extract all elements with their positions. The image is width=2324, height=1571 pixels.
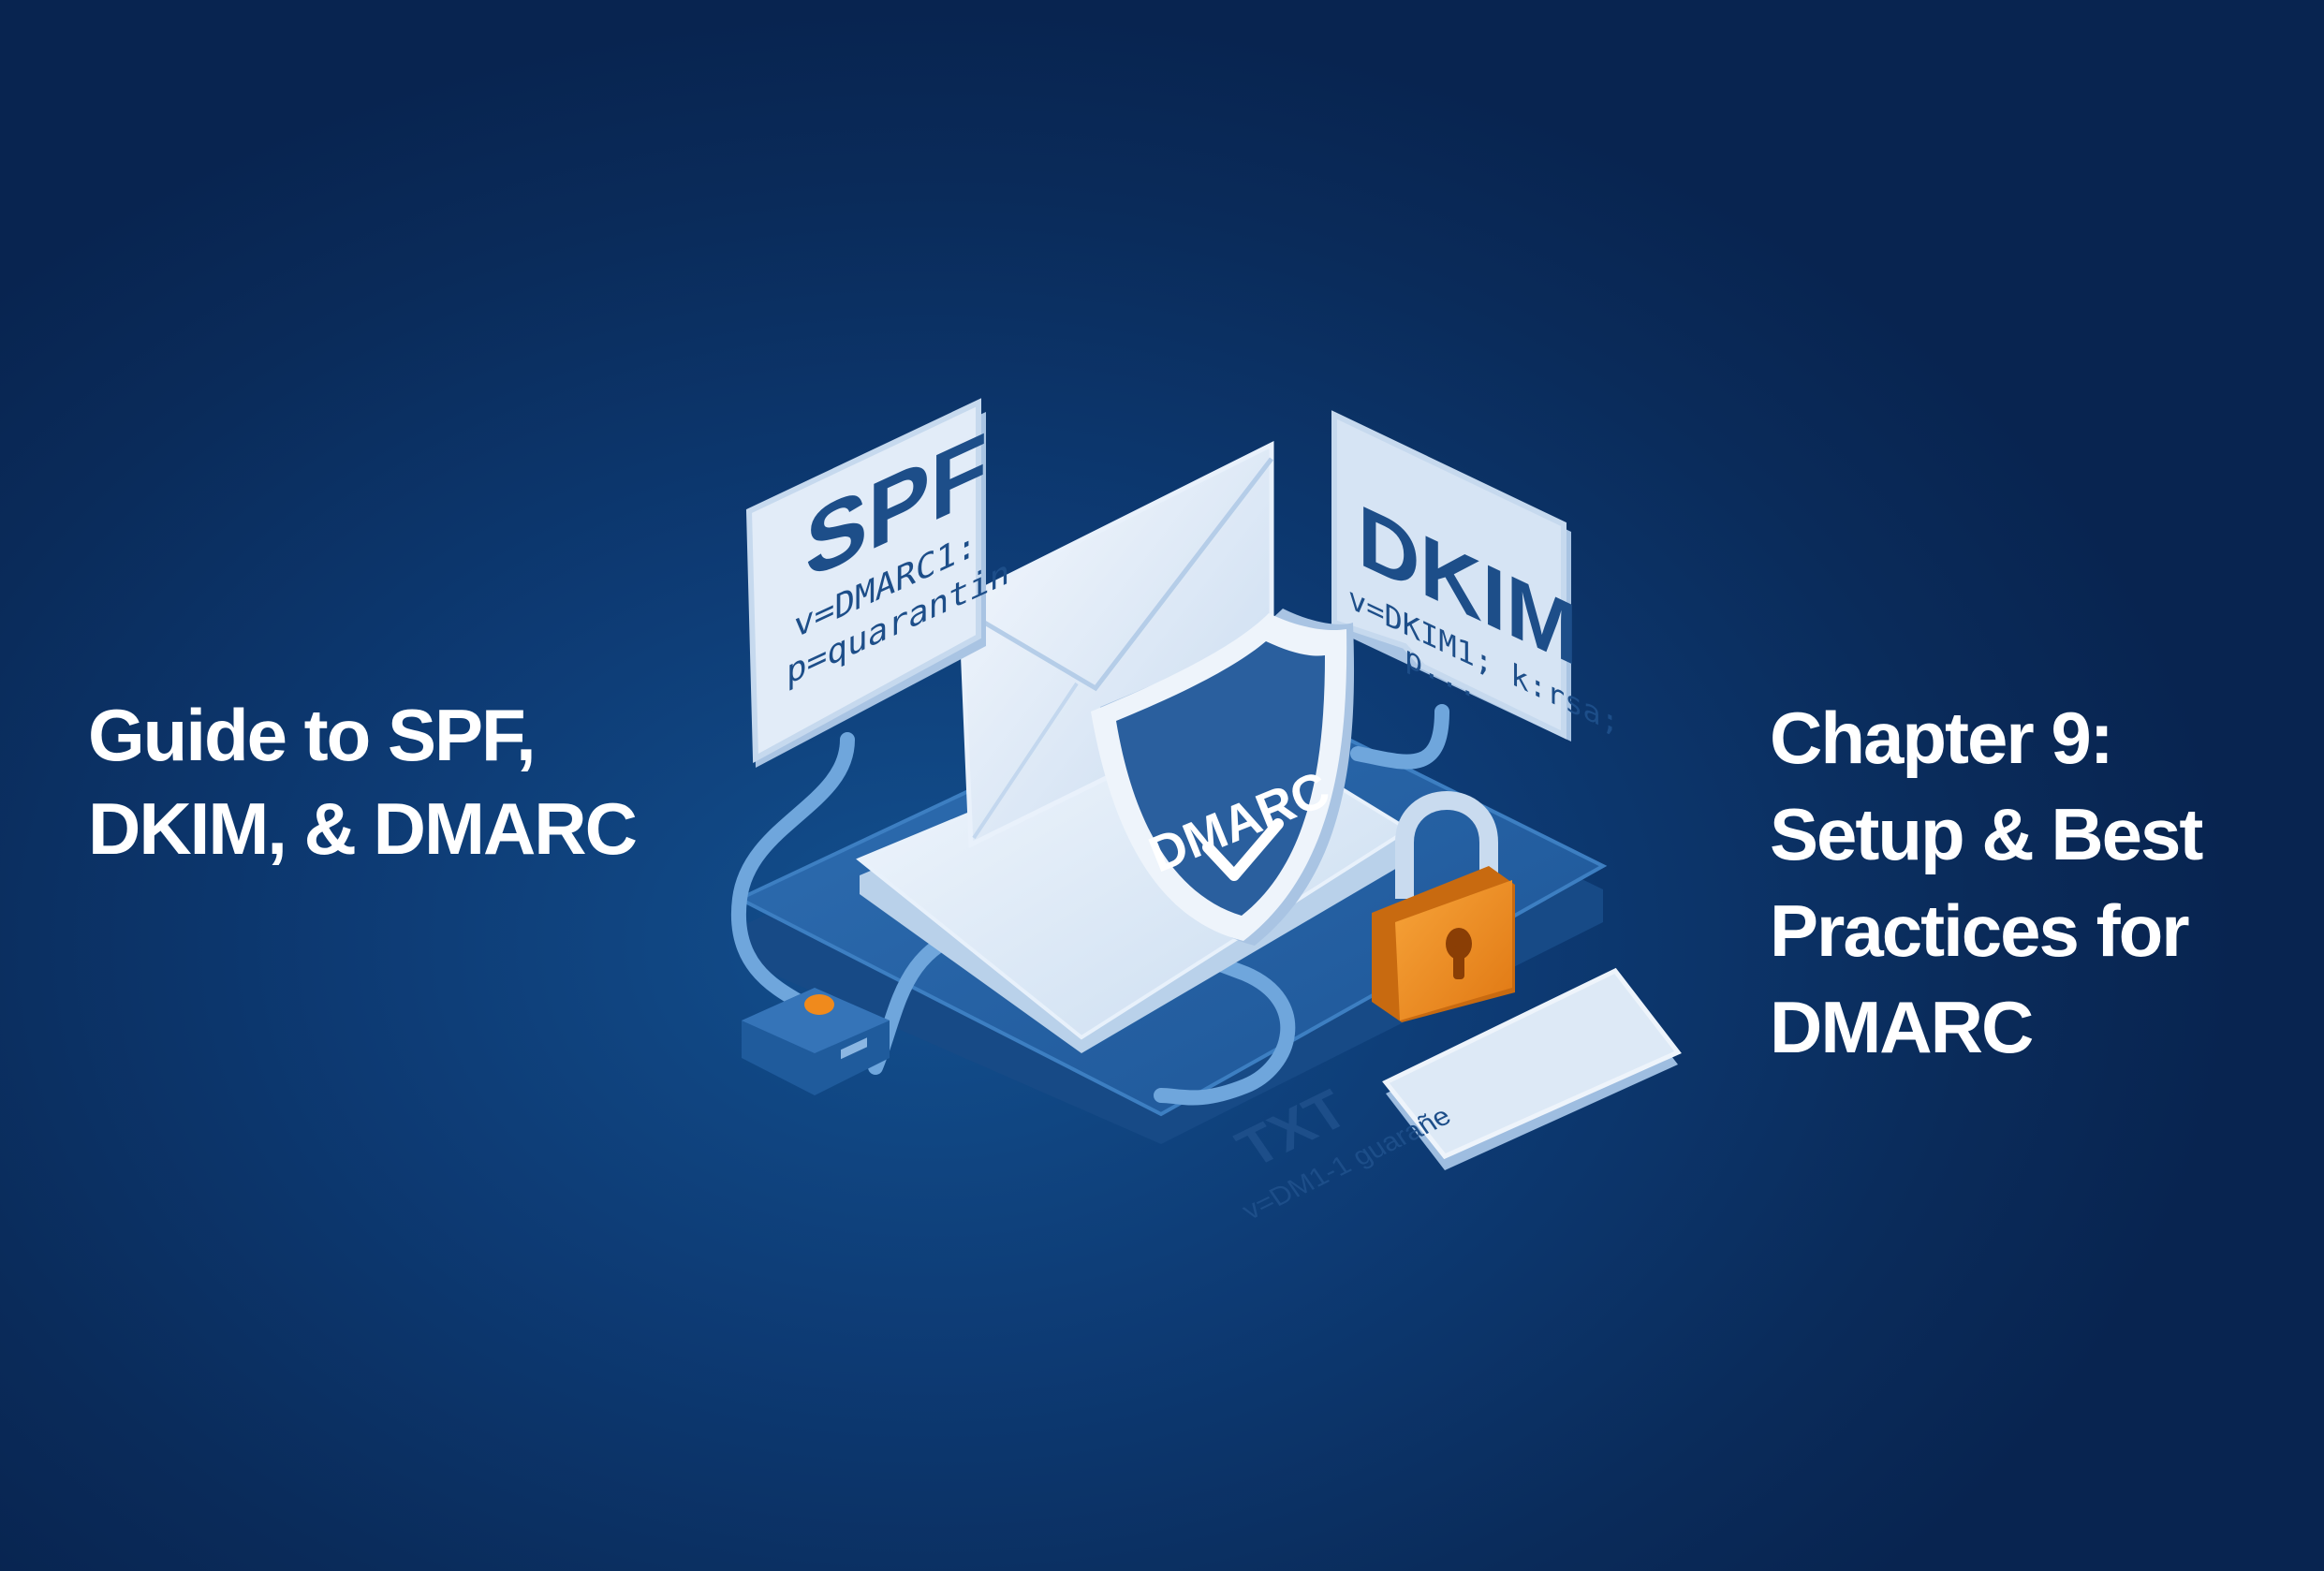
orange-button-icon — [804, 994, 834, 1015]
chapter-title-line: Chapter 9: — [1770, 697, 2114, 779]
txt-card: TXT v=DM1-1 guarañe — [1225, 967, 1682, 1226]
padlock-icon — [1372, 791, 1515, 1022]
dmarc-shield: DMARC — [1091, 609, 1355, 946]
chapter-title-line: DMARC — [1770, 986, 2034, 1068]
chapter-title-line: Practices for — [1770, 889, 2190, 972]
checkmark-icon — [1202, 818, 1284, 881]
guide-title-line: Guide to SPF, — [88, 694, 537, 776]
guide-title: Guide to SPF, DKIM, & DMARC — [88, 688, 743, 875]
chapter-title-line: Setup & Best — [1770, 793, 2203, 875]
connector-box — [742, 988, 890, 1095]
chapter-title: Chapter 9: Setup & Best Practices for DM… — [1770, 690, 2294, 1076]
port-icon — [841, 1037, 867, 1060]
spf-card: SPF v=DMARC1: p=quarantin — [745, 398, 1009, 768]
dkim-card: DKIM v=DKIM1; k:rsa; p... — [1331, 410, 1619, 741]
guide-title-line: DKIM, & DMARC — [88, 787, 638, 870]
